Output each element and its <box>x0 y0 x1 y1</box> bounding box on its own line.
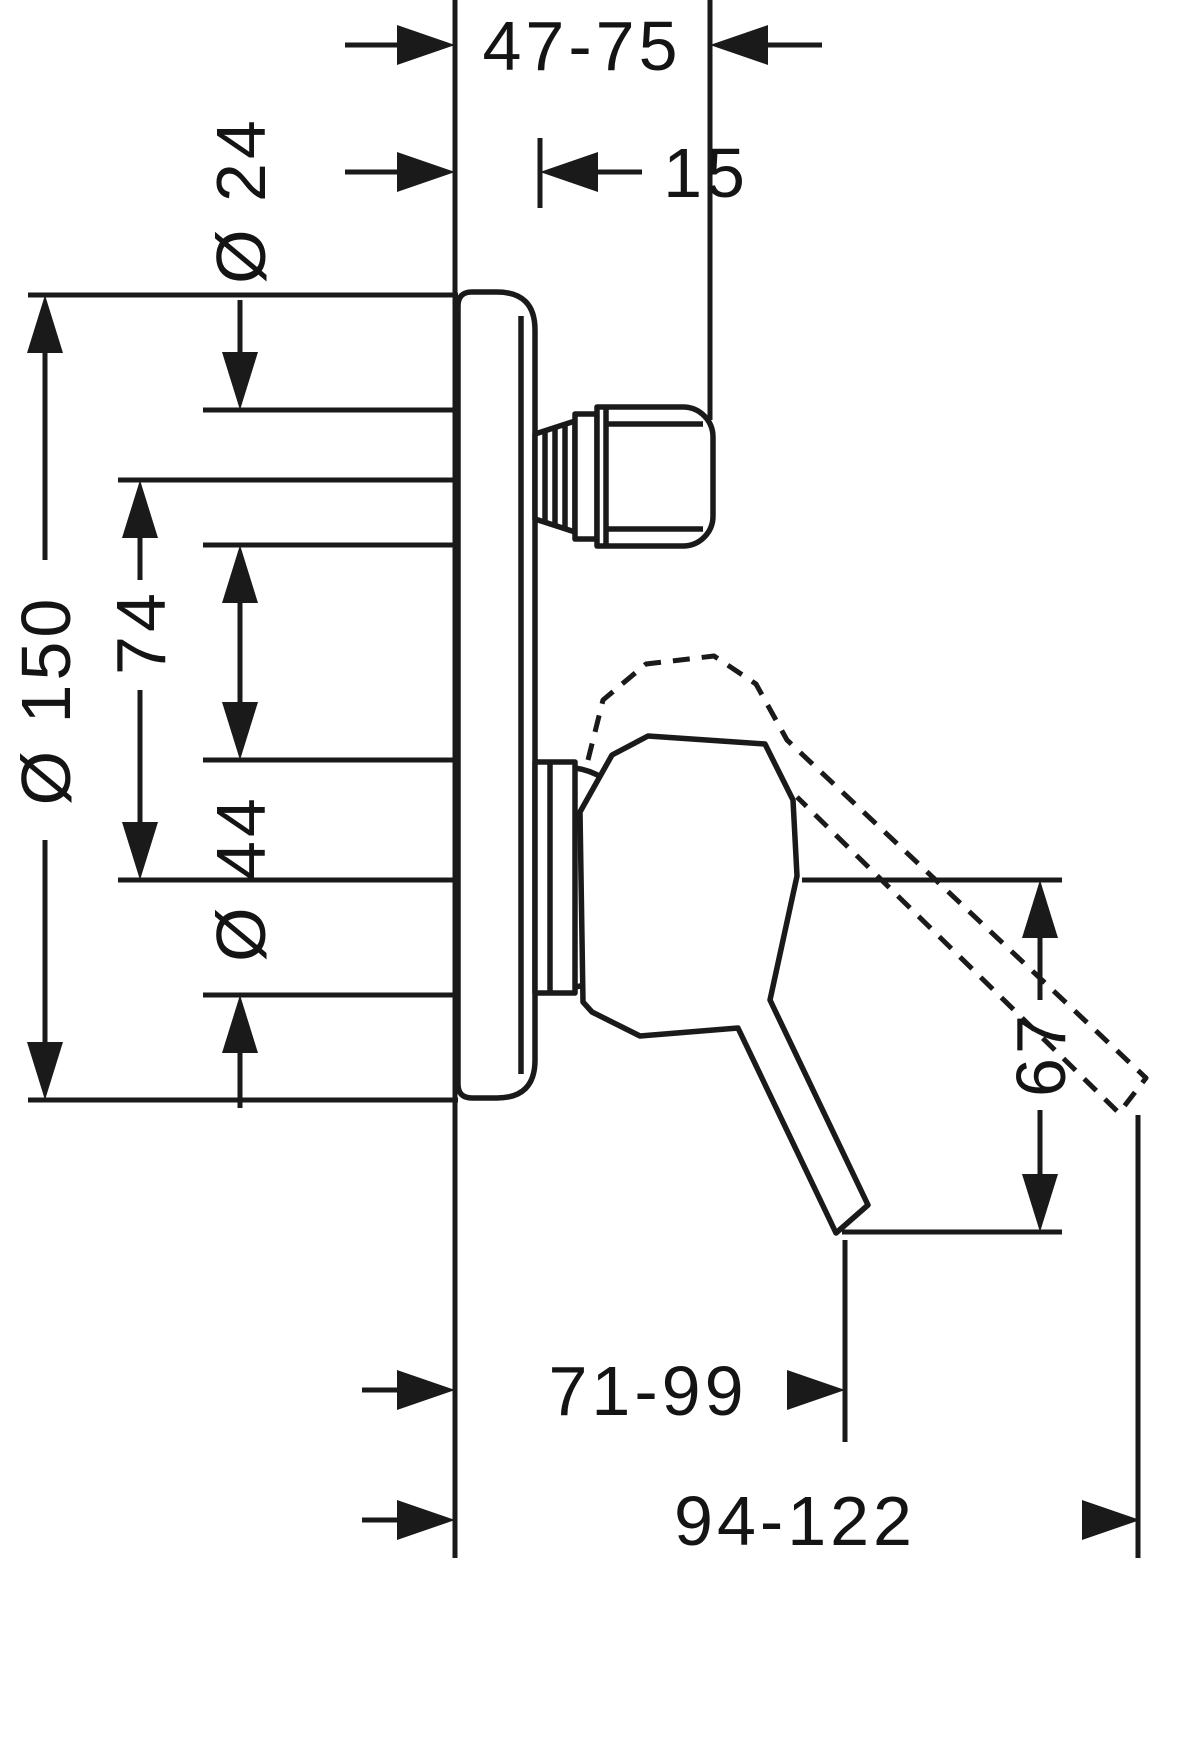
dim-lever-drop-top-arrowhead <box>1022 880 1058 938</box>
dimension-axis-spacing: 74 <box>102 480 180 880</box>
dim-sleeve-diameter-bottom-arrowhead <box>222 995 258 1053</box>
dimension-reach-min: 71-99 <box>362 1352 845 1430</box>
dim-reach-max-label: 94-122 <box>674 1482 916 1560</box>
dim-plate-diameter-top-arrowhead <box>27 295 63 353</box>
dimension-sleeve-diameter: Ø 44 <box>202 702 280 1108</box>
dim-plate-depth-label: 15 <box>663 134 749 212</box>
extension-lines <box>28 0 1141 1558</box>
dim-reach-min-left-arrowhead <box>397 1370 455 1410</box>
fixture <box>455 289 1149 1236</box>
knob-body <box>594 404 716 549</box>
knob-collar <box>572 411 600 542</box>
dim-plate-diameter-label: Ø 150 <box>7 595 85 806</box>
dim-lever-drop-bottom-arrowhead <box>1022 1174 1058 1232</box>
dim-lever-drop-label: 67 <box>1002 1011 1080 1097</box>
dim-depth-label: 47-75 <box>482 7 681 85</box>
dimension-depth-range: 47-75 <box>345 7 822 85</box>
dim-depth-left-arrowhead <box>397 25 455 65</box>
lever-solid-outline <box>577 733 871 1236</box>
dim-sleeve-diameter-top-arrowhead <box>222 702 258 760</box>
dim-knob-diameter-top-arrowhead <box>222 352 258 410</box>
dim-reach-max-right-arrowhead <box>1082 1500 1140 1540</box>
dimension-reach-max: 94-122 <box>362 1482 1140 1560</box>
dim-axis-spacing-label: 74 <box>102 589 180 675</box>
escutcheon-plate-outline <box>455 289 538 1101</box>
dim-reach-max-left-arrowhead <box>397 1500 455 1540</box>
dimension-lever-drop: 67 <box>1002 880 1080 1232</box>
dimension-plate-diameter: Ø 150 <box>7 295 85 1100</box>
dim-axis-spacing-top-arrowhead <box>122 480 158 538</box>
dimension-knob-diameter: Ø 24 <box>202 116 280 702</box>
dim-reach-min-label: 71-99 <box>548 1352 747 1430</box>
dimension-plate-depth: 15 <box>345 134 749 212</box>
dim-knob-diameter-label: Ø 24 <box>202 116 280 284</box>
dim-depth-right-arrowhead <box>710 25 768 65</box>
lever-dashed-outline <box>585 653 1149 1116</box>
dim-knob-diameter-bottom-arrowhead <box>222 545 258 603</box>
dim-sleeve-diameter-label: Ø 44 <box>202 794 280 962</box>
dim-plate-depth-right-arrowhead <box>540 152 598 192</box>
dim-reach-min-right-arrowhead <box>787 1370 845 1410</box>
dim-axis-spacing-bottom-arrowhead <box>122 822 158 880</box>
dim-plate-depth-left-arrowhead <box>397 152 455 192</box>
dim-plate-diameter-bottom-arrowhead <box>27 1042 63 1100</box>
handle-sleeve <box>532 759 578 996</box>
